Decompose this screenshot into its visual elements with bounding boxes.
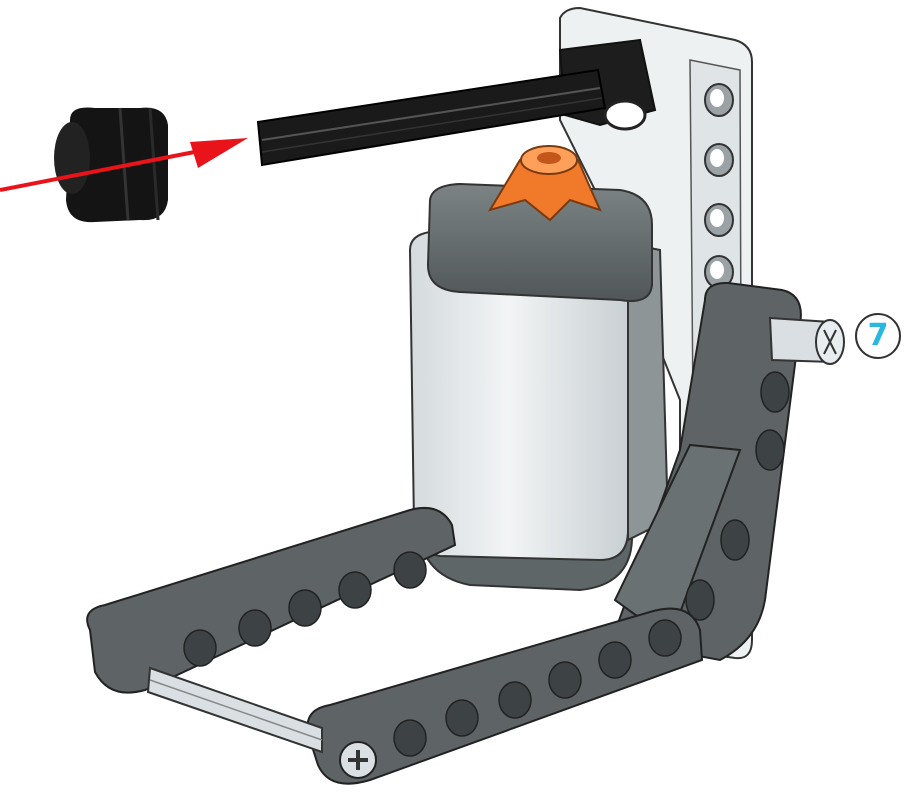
bush-icon (54, 108, 168, 223)
cross-hole-icon (340, 742, 376, 778)
axle-length-label: 7 (868, 318, 889, 353)
axle-length-badge: 7 (855, 313, 901, 359)
light-axle-part (770, 318, 844, 364)
